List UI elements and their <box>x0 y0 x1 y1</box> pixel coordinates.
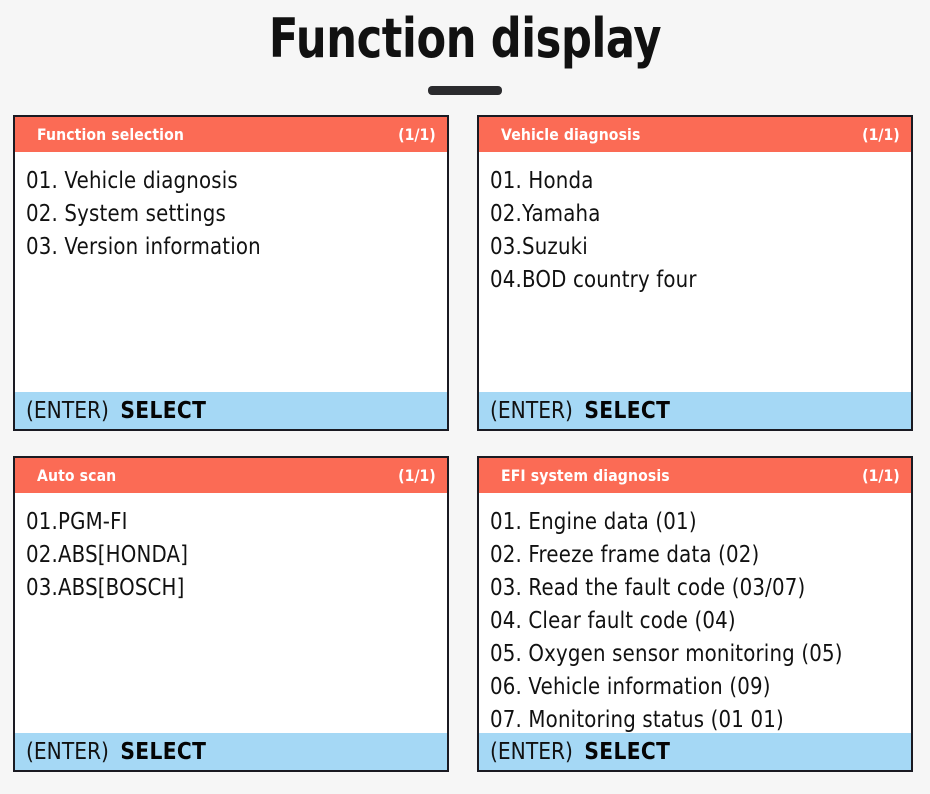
panel-efi-system-diagnosis: EFI system diagnosis (1/1) 01. Engine da… <box>477 456 913 772</box>
list-item[interactable]: 01. Vehicle diagnosis <box>26 168 238 194</box>
option-list: 01. Engine data (01) 02. Freeze frame da… <box>479 506 911 733</box>
panel-footer: (ENTER) SELECT <box>479 733 911 770</box>
option-list: 01.PGM-FI 02.ABS[HONDA] 03.ABS[BOSCH] <box>15 506 447 605</box>
option-list: 01. Vehicle diagnosis 02. System setting… <box>15 165 447 264</box>
page-header: Function display <box>0 0 930 95</box>
panel-footer: (ENTER) SELECT <box>479 392 911 429</box>
panel-body: 01. Vehicle diagnosis 02. System setting… <box>15 152 447 392</box>
panel-footer: (ENTER) SELECT <box>15 392 447 429</box>
footer-action-label[interactable]: SELECT <box>120 397 207 424</box>
title-underline-rule <box>428 86 502 95</box>
panel-function-selection: Function selection (1/1) 01. Vehicle dia… <box>13 115 449 431</box>
panel-header: Vehicle diagnosis (1/1) <box>479 117 911 152</box>
footer-hint: (ENTER) SELECT <box>26 739 206 765</box>
footer-hint: (ENTER) SELECT <box>26 398 206 424</box>
panel-body: 01. Honda 02.Yamaha 03.Suzuki 04.BOD cou… <box>479 152 911 392</box>
panel-header: Auto scan (1/1) <box>15 458 447 493</box>
footer-key-label: (ENTER) <box>490 738 573 765</box>
footer-key-label: (ENTER) <box>26 397 109 424</box>
panel-page-indicator: (1/1) <box>398 125 436 144</box>
panel-body: 01.PGM-FI 02.ABS[HONDA] 03.ABS[BOSCH] <box>15 493 447 733</box>
panel-footer: (ENTER) SELECT <box>15 733 447 770</box>
option-list: 01. Honda 02.Yamaha 03.Suzuki 04.BOD cou… <box>479 165 911 297</box>
panel-header-title: Function selection <box>37 125 184 144</box>
list-item[interactable]: 05. Oxygen sensor monitoring (05) <box>490 641 843 667</box>
panel-page-indicator: (1/1) <box>862 125 900 144</box>
panel-auto-scan: Auto scan (1/1) 01.PGM-FI 02.ABS[HONDA] … <box>13 456 449 772</box>
panel-header: Function selection (1/1) <box>15 117 447 152</box>
list-item[interactable]: 02. Freeze frame data (02) <box>490 542 760 568</box>
list-item[interactable]: 02.Yamaha <box>490 201 601 227</box>
list-item[interactable]: 03.Suzuki <box>490 234 588 260</box>
footer-action-label[interactable]: SELECT <box>584 738 671 765</box>
footer-action-label[interactable]: SELECT <box>584 397 671 424</box>
panel-header: EFI system diagnosis (1/1) <box>479 458 911 493</box>
panel-header-title: Vehicle diagnosis <box>501 125 641 144</box>
list-item[interactable]: 02.ABS[HONDA] <box>26 542 189 568</box>
list-item[interactable]: 04. Clear fault code (04) <box>490 608 736 634</box>
list-item[interactable]: 03. Version information <box>26 234 261 260</box>
list-item[interactable]: 03. Read the fault code (03/07) <box>490 575 806 601</box>
list-item[interactable]: 03.ABS[BOSCH] <box>26 575 185 601</box>
list-item[interactable]: 04.BOD country four <box>490 267 697 293</box>
panel-grid: Function selection (1/1) 01. Vehicle dia… <box>13 115 917 772</box>
list-item[interactable]: 01. Engine data (01) <box>490 509 697 535</box>
list-item[interactable]: 01. Honda <box>490 168 594 194</box>
panel-vehicle-diagnosis: Vehicle diagnosis (1/1) 01. Honda 02.Yam… <box>477 115 913 431</box>
page-title: Function display <box>268 7 662 70</box>
footer-hint: (ENTER) SELECT <box>490 398 670 424</box>
footer-hint: (ENTER) SELECT <box>490 739 670 765</box>
footer-key-label: (ENTER) <box>26 738 109 765</box>
panel-header-title: EFI system diagnosis <box>501 466 670 485</box>
list-item[interactable]: 01.PGM-FI <box>26 509 128 535</box>
list-item[interactable]: 02. System settings <box>26 201 226 227</box>
footer-action-label[interactable]: SELECT <box>120 738 207 765</box>
panel-header-title: Auto scan <box>37 466 117 485</box>
panel-page-indicator: (1/1) <box>398 466 436 485</box>
footer-key-label: (ENTER) <box>490 397 573 424</box>
panel-body: 01. Engine data (01) 02. Freeze frame da… <box>479 493 911 733</box>
list-item[interactable]: 07. Monitoring status (01 01) <box>490 707 784 733</box>
panel-page-indicator: (1/1) <box>862 466 900 485</box>
list-item[interactable]: 06. Vehicle information (09) <box>490 674 771 700</box>
